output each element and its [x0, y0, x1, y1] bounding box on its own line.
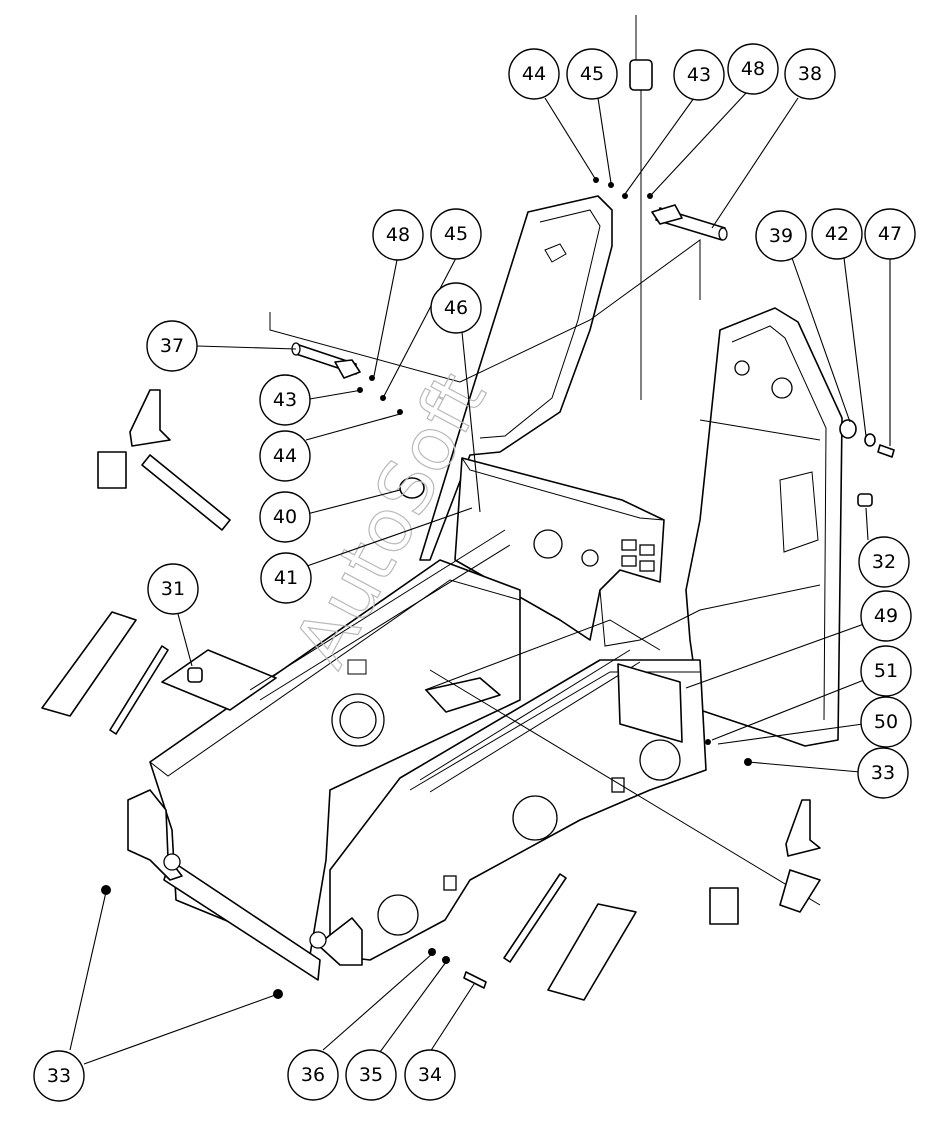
callout-label: 39 [769, 225, 793, 247]
left-lever-plate [97, 451, 127, 489]
callout-45-top: 45 [566, 48, 618, 100]
callout-label: 43 [687, 64, 711, 86]
callout-label: 46 [444, 297, 468, 319]
leader-lines [69, 92, 891, 1065]
callouts: 44 45 43 48 38 48 45 39 42 47 37 46 43 4… [33, 43, 916, 1102]
right-lever-plate [709, 887, 739, 925]
callout-43-left: 43 [259, 374, 311, 426]
callout-43-top: 43 [673, 49, 725, 101]
right-step-plate [547, 903, 637, 1001]
left-tower [419, 195, 613, 561]
callout-41: 41 [260, 552, 312, 604]
callout-label: 44 [522, 63, 546, 85]
right-tower [685, 307, 843, 747]
callout-35: 35 [345, 1049, 397, 1101]
panel-49 [617, 663, 683, 743]
left-lever-arm [141, 454, 231, 531]
washer-42 [864, 433, 876, 447]
callout-label: 33 [871, 762, 895, 784]
callout-label: 48 [741, 58, 765, 80]
left-lever-bracket [129, 389, 171, 447]
callout-label: 43 [273, 389, 297, 411]
right-lever-arm [779, 869, 821, 913]
callout-49: 49 [860, 590, 912, 642]
callout-44-top: 44 [508, 48, 560, 100]
callout-label: 50 [874, 711, 898, 733]
pin-37-flange [334, 359, 361, 379]
top-plate-left [161, 649, 277, 711]
callout-label: 41 [274, 567, 298, 589]
callout-45-left: 45 [430, 208, 482, 260]
callout-36: 36 [287, 1049, 339, 1101]
callout-33-bottom: 33 [33, 1050, 85, 1102]
callout-label: 47 [878, 223, 902, 245]
plug-32 [857, 493, 873, 507]
bolt-47 [877, 444, 895, 458]
callout-44-left: 44 [259, 430, 311, 482]
callout-33-right: 33 [857, 747, 909, 799]
callout-label: 38 [798, 63, 822, 85]
callout-label: 40 [273, 506, 297, 528]
callout-31: 31 [147, 563, 199, 615]
callout-48-left: 48 [372, 209, 424, 261]
top-knob [629, 59, 653, 91]
callout-label: 48 [386, 224, 410, 246]
callout-46: 46 [430, 282, 482, 334]
callout-label: 35 [359, 1064, 383, 1086]
callout-47: 47 [864, 208, 916, 260]
callout-38: 38 [784, 48, 836, 100]
washer-39 [839, 419, 857, 439]
loose-parts [41, 15, 895, 1001]
callout-label: 36 [301, 1064, 325, 1086]
bolt-34 [463, 971, 487, 989]
callout-label: 32 [872, 551, 896, 573]
callout-48-top: 48 [727, 43, 779, 95]
callout-32: 32 [858, 536, 910, 588]
callout-39: 39 [755, 210, 807, 262]
callout-37: 37 [146, 320, 198, 372]
pin-38-flange [651, 204, 683, 225]
frame-drawing [127, 195, 843, 981]
callout-50: 50 [860, 696, 912, 748]
callout-51: 51 [860, 645, 912, 697]
callout-40: 40 [259, 491, 311, 543]
callout-42: 42 [811, 208, 863, 260]
callout-label: 42 [825, 223, 849, 245]
right-strip [503, 873, 567, 963]
callout-label: 51 [874, 660, 898, 682]
callout-label: 34 [418, 1064, 442, 1086]
right-lever-bracket [785, 799, 821, 857]
callout-label: 49 [874, 605, 898, 627]
cap-31 [187, 667, 203, 683]
callout-34: 34 [404, 1049, 456, 1101]
bushing-40 [399, 477, 425, 499]
callout-label: 45 [444, 223, 468, 245]
callout-label: 33 [47, 1065, 71, 1087]
callout-label: 45 [580, 63, 604, 85]
callout-label: 37 [160, 335, 184, 357]
callout-label: 31 [161, 578, 185, 600]
left-front-mount [127, 789, 183, 881]
top-plate-right [425, 677, 501, 713]
left-strip [109, 645, 169, 735]
left-step-plate [41, 611, 137, 717]
callout-label: 44 [273, 445, 297, 467]
